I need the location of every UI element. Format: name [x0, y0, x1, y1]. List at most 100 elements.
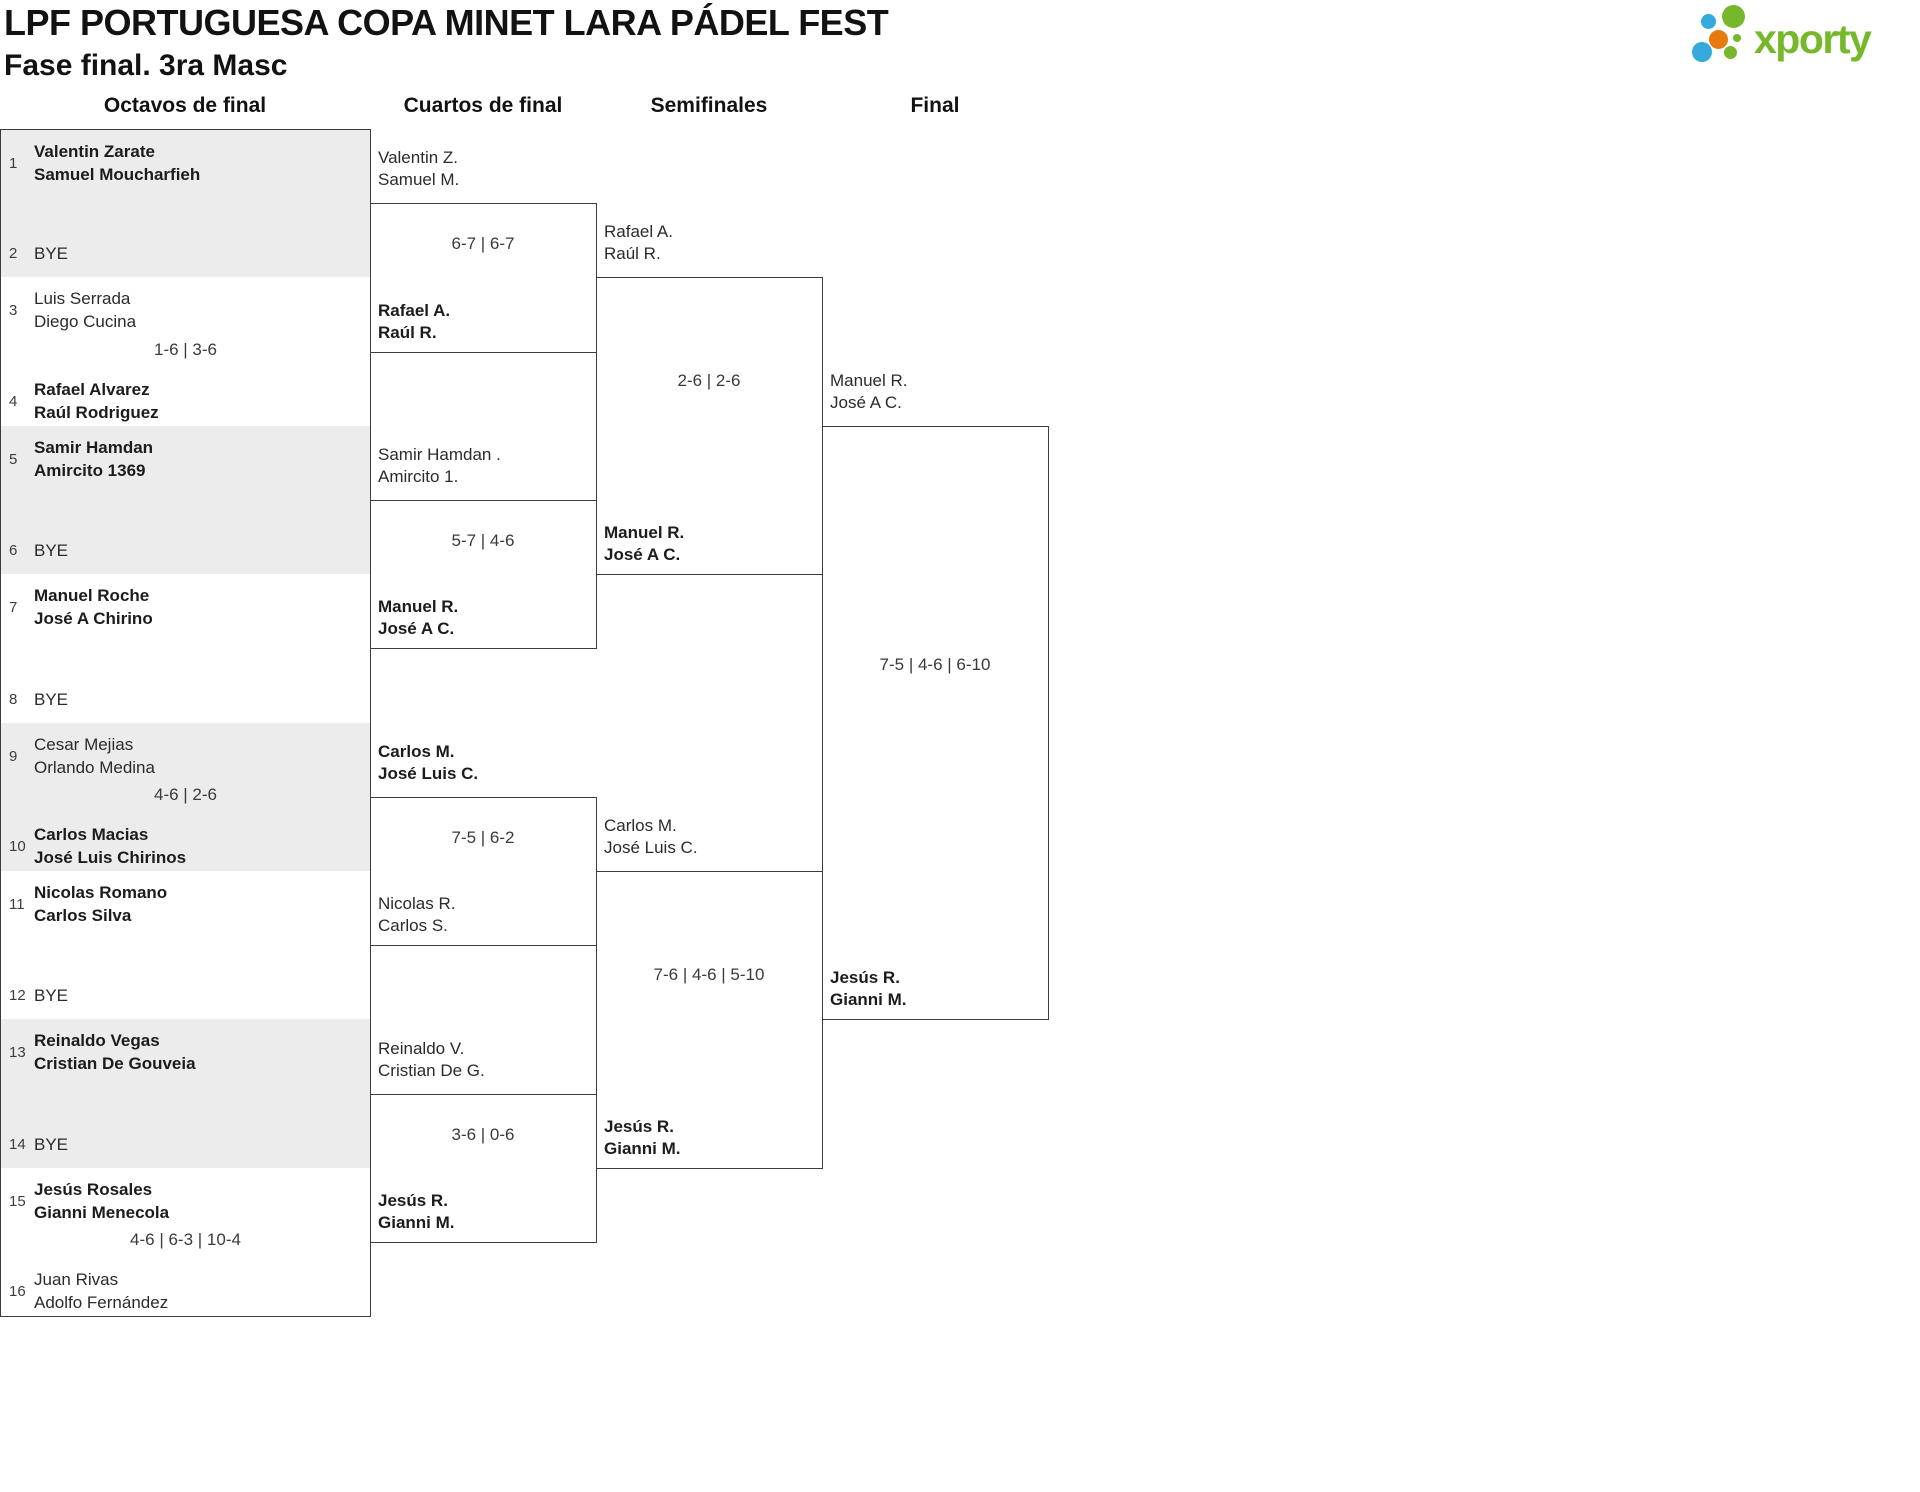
seed-number: 16: [9, 1282, 26, 1300]
team-line: Cesar Mejias: [34, 735, 134, 754]
team-label: Rafael A.Raúl R.: [604, 221, 673, 265]
match-score: 6-7 | 6-7: [451, 234, 515, 253]
team-line: BYE: [34, 244, 69, 263]
seed-number: 1: [9, 154, 18, 172]
team-line: Valentin Zarate: [34, 142, 155, 161]
team-line: Reinaldo Vegas: [34, 1031, 160, 1050]
logo-dot-green-large: [1722, 5, 1745, 28]
match-score: 2-6 | 2-6: [677, 371, 741, 390]
team-line: Cristian De Gouveia: [34, 1054, 196, 1073]
team-line: BYE: [34, 690, 69, 709]
team-line: Amircito 1.: [378, 467, 459, 486]
team-line: Samir Hamdan .: [378, 445, 501, 464]
match-score: 5-7 | 4-6: [451, 531, 515, 550]
team-line: Carlos M.: [378, 742, 455, 761]
team-line: José A C.: [604, 545, 681, 564]
team-line: Manuel R.: [830, 371, 908, 390]
page-subtitle: Fase final. 3ra Masc: [4, 49, 288, 82]
team-line: José A C.: [378, 619, 455, 638]
seed-number: 13: [9, 1043, 26, 1061]
sf-match-box: [596, 871, 823, 1169]
seed-number: 3: [9, 301, 18, 319]
team-line: Diego Cucina: [34, 312, 137, 331]
team-label: Valentin Z. Samuel M.: [378, 147, 459, 191]
team-label: Manuel R.José A C.: [604, 522, 684, 566]
team-line: Carlos S.: [378, 916, 448, 935]
team-line: Nicolas Romano: [34, 883, 168, 902]
team-label: Reinaldo V. Cristian De G.: [378, 1038, 485, 1082]
team-line: Reinaldo V.: [378, 1039, 465, 1058]
team-line: Nicolas R.: [378, 894, 456, 913]
team-label: Jesús R. Gianni M.: [378, 1190, 455, 1234]
team-line: Samuel Moucharfieh: [34, 165, 201, 184]
team-line: Rafael Alvarez: [34, 380, 150, 399]
seed-number: 7: [9, 598, 18, 616]
round-header-0: Octavos de final: [103, 94, 267, 117]
team-line: BYE: [34, 1135, 69, 1154]
seed-number: 9: [9, 747, 18, 765]
logo-dot-green-small: [1724, 46, 1737, 59]
team-label: Jesús R.Gianni M.: [604, 1116, 681, 1160]
team-label: Nicolas R. Carlos S.: [378, 893, 455, 937]
team-name: BYE: [34, 984, 68, 1007]
team-line: Amircito 1369: [34, 461, 146, 480]
team-line: Jesús R.: [378, 1191, 448, 1210]
xporty-logo: xporty: [1690, 5, 1920, 77]
team-line: Raúl R.: [378, 323, 437, 342]
team-line: Manuel Roche: [34, 586, 150, 605]
team-name: BYE: [34, 688, 68, 711]
team-line: José Luis Chirinos: [34, 848, 187, 867]
team-line: Cristian De G.: [378, 1061, 485, 1080]
team-line: Gianni M.: [378, 1213, 455, 1232]
match-score: 3-6 | 0-6: [451, 1125, 515, 1144]
team-line: Samuel M.: [378, 170, 460, 189]
logo-dot-green-tiny: [1733, 34, 1741, 42]
seed-number: 2: [9, 245, 18, 262]
team-line: Adolfo Fernández: [34, 1293, 169, 1312]
team-line: José A C.: [830, 393, 902, 412]
round-header-3: Final: [910, 94, 960, 117]
team-line: Orlando Medina: [34, 758, 155, 777]
bracket-slot: 2 BYE: [9, 242, 366, 265]
seed-number: 6: [9, 542, 18, 559]
team-line: Raúl Rodriguez: [34, 403, 159, 422]
team-line: Gianni M.: [604, 1139, 681, 1158]
seed-number: 5: [9, 450, 18, 468]
logo-dot-blue-large: [1692, 42, 1712, 62]
seed-number: 12: [9, 987, 26, 1004]
team-line: Valentin Z.: [378, 148, 459, 167]
match-score: 4-6 | 6-3 | 10-4: [130, 1230, 241, 1249]
team-line: BYE: [34, 986, 69, 1005]
bracket-slot: 12 BYE: [9, 984, 366, 1007]
team-label: Carlos M. José Luis C.: [378, 741, 478, 785]
bracket-slot: 14 BYE: [9, 1133, 366, 1156]
team-line: BYE: [34, 541, 69, 560]
team-line: José Luis C.: [378, 764, 479, 783]
team-line: Gianni M.: [830, 990, 907, 1009]
seed-number: 14: [9, 1136, 26, 1153]
seed-number: 15: [9, 1192, 26, 1210]
team-line: Samir Hamdan: [34, 438, 154, 457]
match-score: 4-6 | 2-6: [153, 785, 217, 804]
team-line: Juan Rivas: [34, 1270, 119, 1289]
seed-number: 4: [9, 392, 18, 410]
